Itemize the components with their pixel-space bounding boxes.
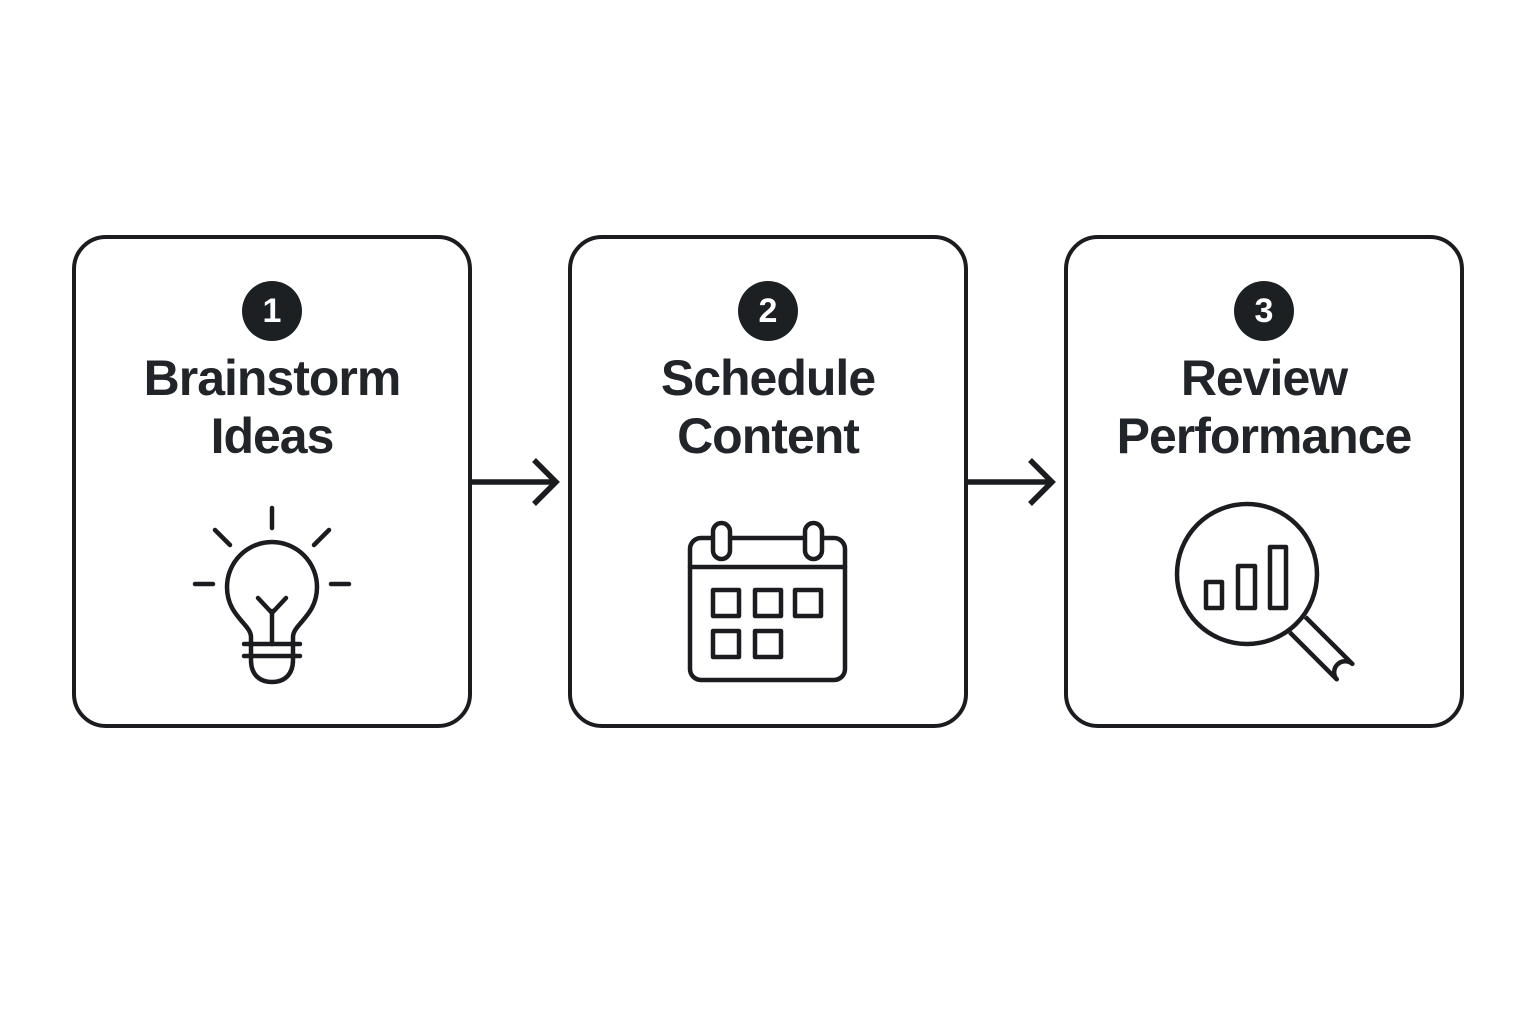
- step-number: 2: [758, 292, 778, 330]
- process-flow: 1 Brainstorm Ideas: [72, 235, 1464, 728]
- step-number: 1: [262, 292, 282, 330]
- step-card-schedule: 2 Schedule Content: [568, 235, 968, 728]
- calendar-icon: [668, 505, 868, 685]
- step-title: Brainstorm Ideas: [143, 350, 402, 464]
- step-title: Review Performance: [1116, 350, 1413, 464]
- lightbulb-icon: [159, 494, 385, 686]
- step-number-badge: 3: [1234, 281, 1294, 341]
- step-card-review: 3 Review Performance: [1064, 235, 1464, 728]
- step-number-badge: 2: [738, 281, 798, 341]
- magnifier-bar-chart-icon: [1154, 490, 1374, 690]
- step-number: 3: [1254, 292, 1274, 330]
- flow-arrow-1: [472, 452, 568, 512]
- step-title: Schedule Content: [660, 350, 876, 464]
- flow-arrow-2: [968, 452, 1064, 512]
- step-card-brainstorm: 1 Brainstorm Ideas: [72, 235, 472, 728]
- step-number-badge: 1: [242, 281, 302, 341]
